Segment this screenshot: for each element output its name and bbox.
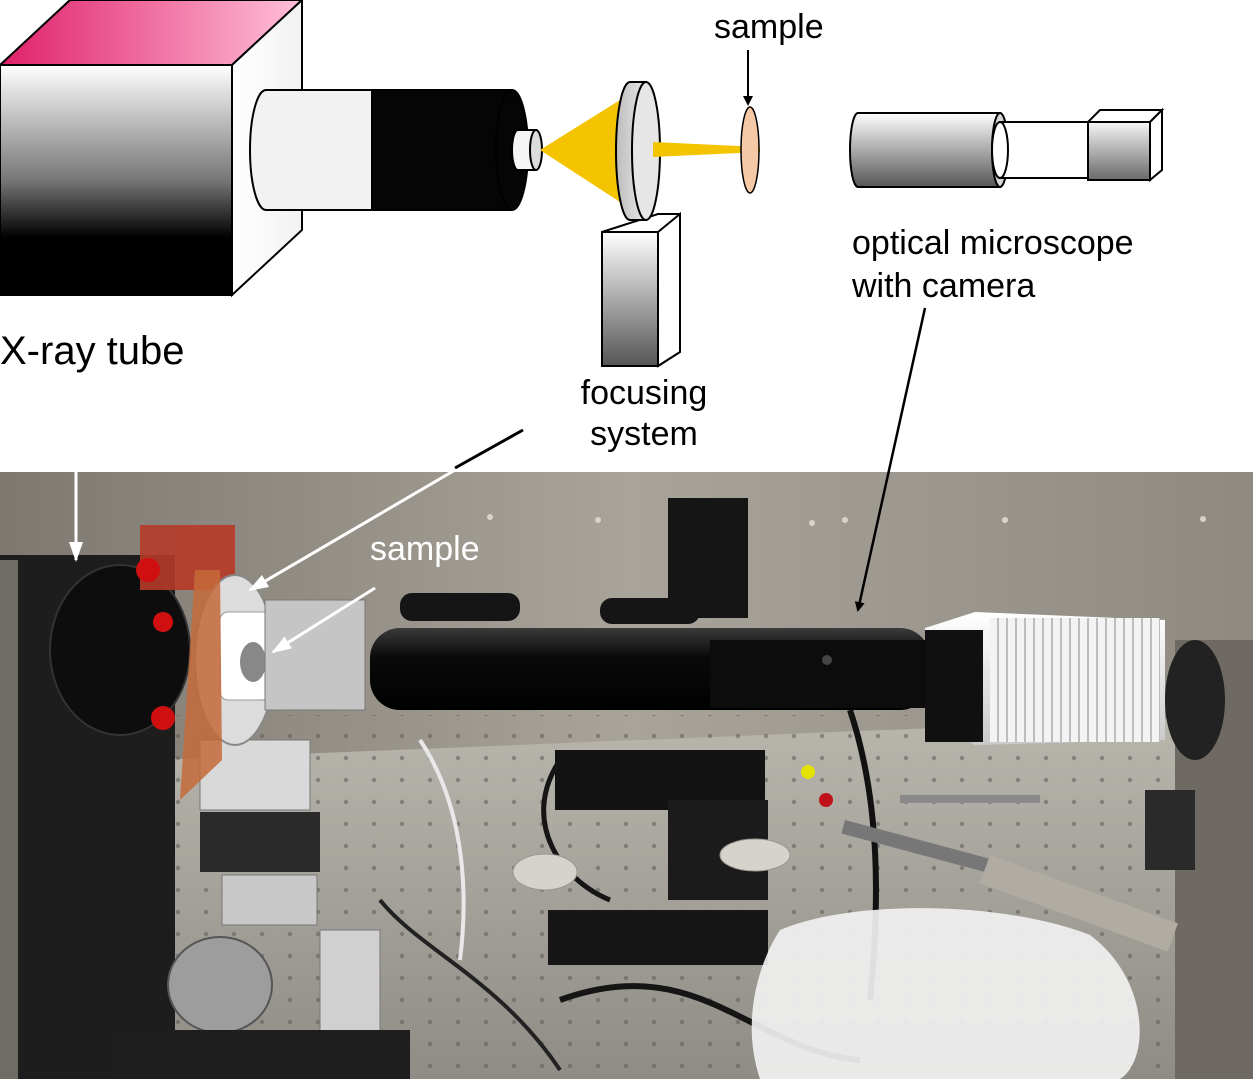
optical-microscope-label: optical microscope with camera — [852, 222, 1134, 308]
optical-microscope-label-line1: optical microscope — [852, 224, 1134, 262]
lab-photo — [0, 472, 1253, 1079]
focusing-optic — [601, 81, 681, 368]
focusing-system-label-line2: system — [590, 415, 698, 453]
sample-photo-arrow — [271, 586, 376, 654]
sample-disc — [740, 106, 760, 194]
xray-tube-nozzle — [249, 89, 543, 211]
optical-microscope-label-line2: with camera — [852, 267, 1036, 305]
focusing-system-label: focusing system — [566, 373, 722, 455]
xray-beam-cone — [540, 100, 620, 202]
focusing-system-label-line1: focusing — [580, 374, 708, 412]
focusing-system-arrow-black — [454, 428, 524, 470]
microscope-arrow — [854, 307, 927, 612]
optical-microscope-schematic — [849, 107, 1165, 188]
xray-tube-label: X-ray tube — [0, 329, 185, 373]
sample-photo-label: sample — [370, 530, 480, 568]
focused-beam — [653, 142, 760, 157]
focusing-system-arrow-white — [248, 468, 456, 592]
sample-top-label: sample — [714, 8, 824, 46]
